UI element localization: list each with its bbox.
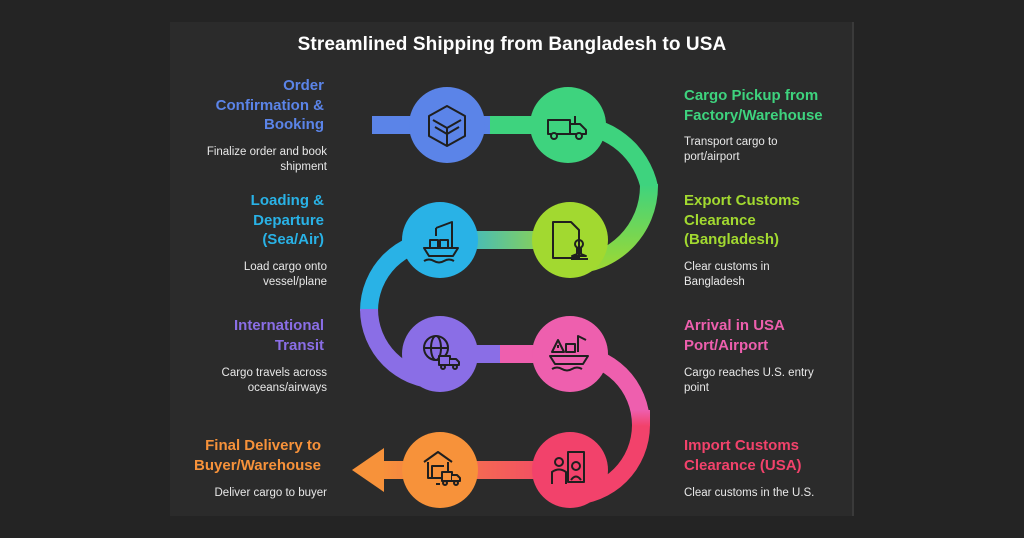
warehouse-delivery-icon (423, 451, 461, 486)
step-6-title: Arrival in USA Port/Airport (684, 317, 785, 354)
step-node-3 (532, 202, 608, 278)
step-7-title: Import Customs Clearance (USA) (684, 437, 802, 474)
step-node-2 (530, 87, 606, 163)
step-2-title: Cargo Pickup from Factory/Warehouse (684, 87, 823, 124)
diagram-panel (170, 22, 852, 516)
customs-stamp-icon (552, 221, 588, 260)
globe-truck-icon (423, 335, 460, 370)
step-node-5 (402, 316, 478, 392)
step-7-desc: Clear customs in the U.S. (684, 487, 815, 499)
customs-officers-icon (551, 451, 585, 484)
step-node-6 (532, 316, 608, 392)
divider (852, 22, 854, 516)
end-arrow (352, 448, 384, 492)
step-6-desc: Cargo reaches U.S. entry point (684, 367, 814, 394)
diagram-title: Streamlined Shipping from Bangladesh to … (297, 34, 727, 55)
ship-loading-icon (423, 221, 459, 264)
step-2-desc: Transport cargo to port/airport (684, 136, 778, 163)
step-node-1 (409, 87, 485, 163)
step-1-title: Order Confirmation & Booking (215, 77, 324, 133)
step-4-desc: Load cargo onto vessel/plane (243, 261, 327, 288)
step-8-desc: Deliver cargo to buyer (214, 487, 328, 499)
port-arrival-icon (549, 335, 589, 372)
step-5-desc: Cargo travels across oceans/airways (221, 367, 327, 394)
step-3-desc: Clear customs in Bangladesh (684, 261, 770, 288)
step-node-8 (402, 432, 478, 508)
truck-icon (547, 116, 587, 140)
step-8-title: Final Delivery to Buyer/Warehouse (194, 437, 321, 474)
step-5-title: International Transit (233, 317, 324, 354)
step-1-desc: Finalize order and book shipment (206, 146, 327, 173)
step-3-title: Export Customs Clearance (Bangladesh) (684, 192, 800, 248)
boxes-icon (428, 105, 466, 147)
step-node-7 (532, 432, 608, 508)
step-node-4 (402, 202, 478, 278)
step-4-title: Loading & Departure (Sea/Air) (250, 192, 324, 248)
